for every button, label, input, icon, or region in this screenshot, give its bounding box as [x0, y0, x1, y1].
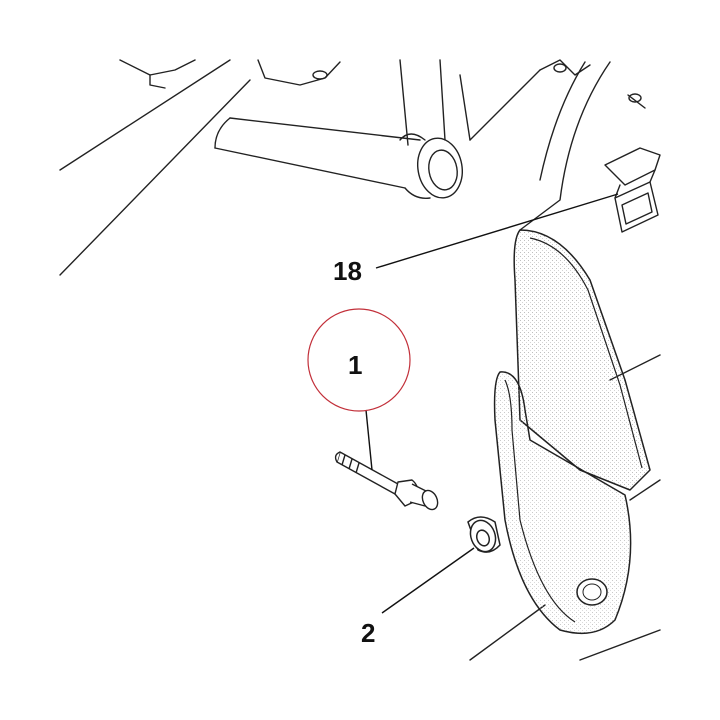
highlight-circle: [307, 308, 411, 412]
callout-1: 1: [348, 350, 363, 380]
part-1-bolt: [334, 451, 439, 511]
callout-2: 2: [361, 618, 376, 648]
leader-line-18: [375, 193, 619, 269]
part-2-bushing: [467, 516, 501, 553]
leader-lines: [365, 193, 619, 614]
leader-line-1: [365, 409, 373, 471]
mounting-hole: [576, 578, 608, 606]
leader-line-2: [381, 547, 475, 614]
frame-assembly: [59, 59, 661, 661]
lower-bracket: [493, 371, 632, 635]
callout-18: 18: [333, 256, 362, 286]
upper-plate: [513, 229, 651, 491]
